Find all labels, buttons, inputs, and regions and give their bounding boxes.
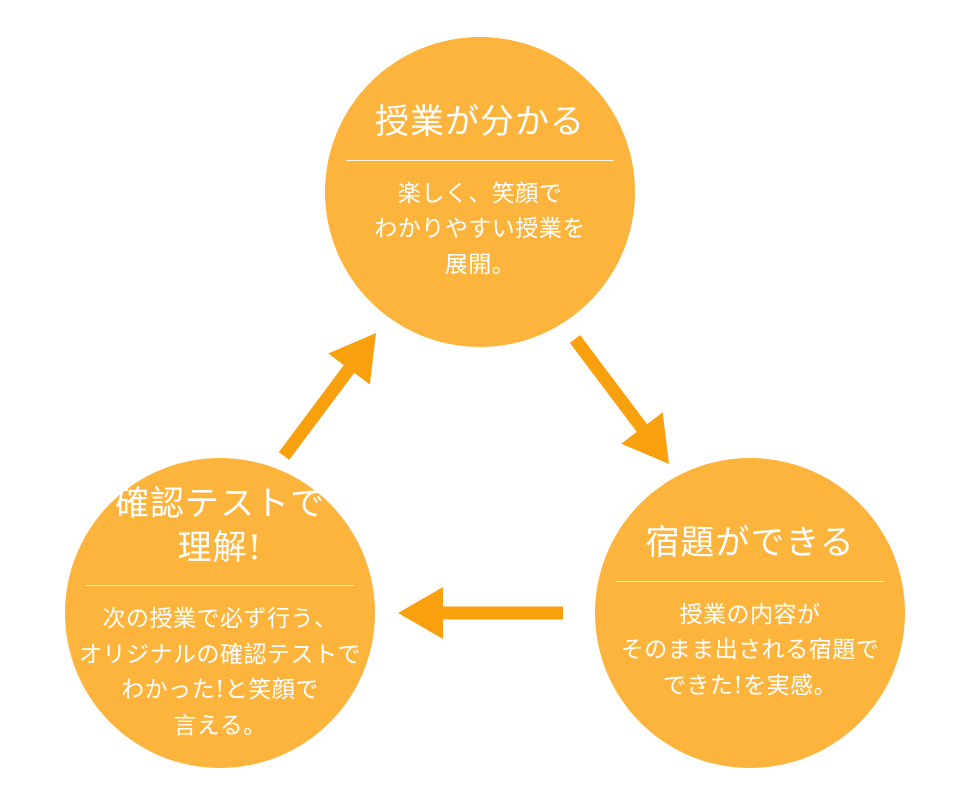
divider-line xyxy=(346,159,614,161)
node-title: 宿題ができる xyxy=(645,523,855,564)
node-title: 授業が分かる xyxy=(375,102,585,143)
node-title: 確認テストで 理解! xyxy=(115,483,325,568)
node-description: 楽しく、笑顔で わかりやすい授業を 展開。 xyxy=(374,180,586,278)
cycle-node-lesson: 授業が分かる 楽しく、笑顔で わかりやすい授業を 展開。 xyxy=(325,37,635,347)
node-description: 授業の内容が そのまま出される宿題で できた!を実感。 xyxy=(620,601,880,699)
arrow-homework-to-test xyxy=(398,587,563,639)
node-description: 次の授業で必ず行う、 オリジナルの確認テストで わかった!と笑顔で 言える。 xyxy=(79,605,361,739)
arrow-test-to-lesson xyxy=(278,333,376,460)
divider-line xyxy=(616,580,884,582)
divider-line xyxy=(86,584,354,586)
arrow-lesson-to-homework xyxy=(569,335,669,464)
cycle-node-test: 確認テストで 理解! 次の授業で必ず行う、 オリジナルの確認テストで わかった!… xyxy=(65,458,375,768)
cycle-node-homework: 宿題ができる 授業の内容が そのまま出される宿題で できた!を実感。 xyxy=(595,458,905,768)
